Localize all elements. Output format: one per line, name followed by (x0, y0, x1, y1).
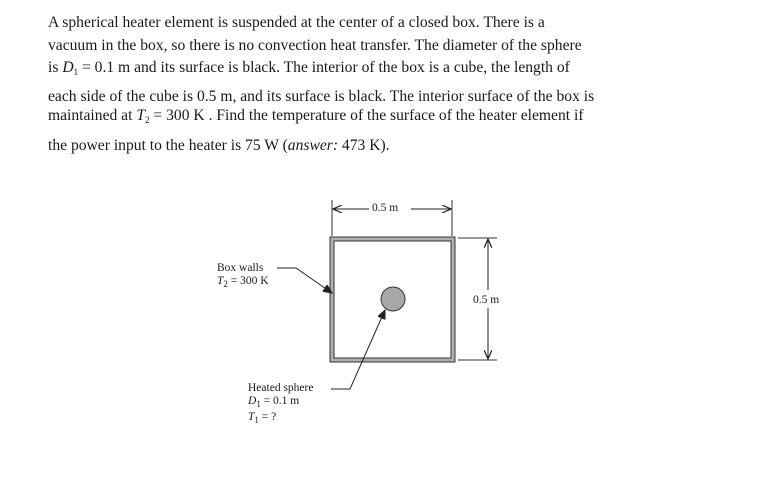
problem-line-6: the power input to the heater is 75 W (a… (48, 137, 390, 154)
top-dimension-label: 0.5 m (371, 202, 400, 215)
top-dimension (331, 200, 453, 236)
box-walls-label: Box walls T2 = 300 K (217, 262, 269, 289)
problem-line-5: maintained at T2 = 300 K . Find the temp… (48, 107, 584, 125)
var-D: D (62, 59, 74, 76)
problem-line-3: is D1 = 0.1 m and its surface is black. … (48, 59, 570, 77)
sphere-label: Heated sphere D1 = 0.1 m T1 = ? (248, 382, 314, 425)
box-walls-leader (277, 267, 332, 293)
problem-line-1: A spherical heater element is suspended … (48, 14, 545, 31)
var-T: T (136, 107, 146, 124)
heated-sphere (380, 286, 406, 312)
right-dimension-label: 0.5 m (473, 293, 500, 308)
problem-line-2: vacuum in the box, so there is no convec… (48, 37, 582, 54)
sphere-leader (331, 310, 385, 390)
answer-label: answer: (287, 137, 339, 154)
problem-line-4: each side of the cube is 0.5 m, and its … (48, 88, 595, 105)
right-dimension (458, 237, 497, 361)
